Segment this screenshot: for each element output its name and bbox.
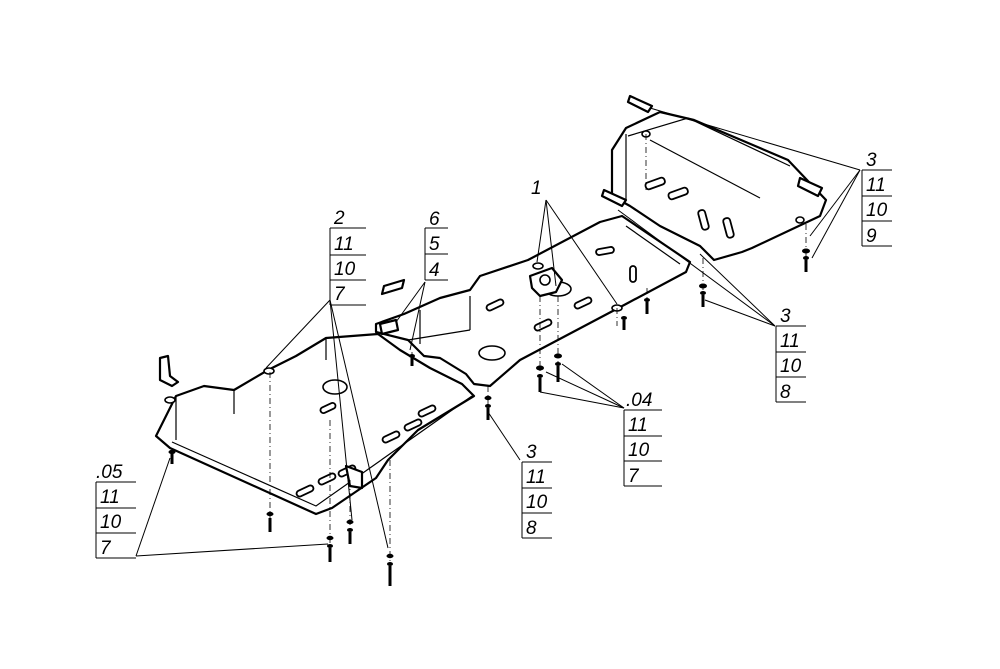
bolt-icon	[484, 395, 492, 420]
callout-3-right-item: 11	[780, 331, 800, 352]
callout-3-middle-item: 3	[526, 442, 537, 463]
callout-04-item: 10	[628, 440, 650, 461]
callout-04-item: 11	[628, 415, 648, 436]
callout-3-top-item: 11	[866, 175, 886, 196]
callout-05-item: 10	[100, 512, 122, 533]
callout-3-right-item: 8	[780, 382, 791, 403]
callout-6: 6 5 4	[424, 209, 448, 281]
bolt-icon	[168, 449, 176, 464]
callout-3-right-item: 10	[780, 356, 802, 377]
bolt-icon	[644, 298, 650, 314]
callout-3-middle: 3 11 10 8	[521, 442, 552, 539]
callout-3-right-item: 3	[780, 306, 791, 327]
callout-05-item: 11	[100, 487, 120, 508]
callout-2-item: 11	[334, 234, 354, 255]
front-skid-plate	[154, 332, 476, 516]
callout-3-top-item: 10	[866, 200, 888, 221]
callout-6-item: 5	[429, 234, 440, 255]
bolt-icon	[621, 316, 627, 330]
callout-2-item: 7	[334, 284, 346, 305]
callout-1-item: 1	[531, 178, 542, 199]
callout-6-item: 4	[429, 260, 440, 281]
bolt-icon	[699, 283, 707, 307]
bolt-icon	[386, 553, 394, 586]
callout-2-item: 10	[334, 259, 356, 280]
bolt-icon	[802, 248, 810, 272]
bolt-icon	[346, 519, 354, 544]
callout-3-right: 3 11 10 8	[775, 306, 806, 403]
leader-lines	[135, 107, 861, 557]
radiator-guard-plate	[600, 94, 828, 262]
bolt-icon	[536, 365, 544, 392]
callout-2-item: 2	[333, 208, 345, 229]
bolt-icon	[409, 354, 415, 366]
bolt-icon	[554, 353, 562, 382]
bolt-icon	[326, 535, 334, 562]
callout-1: 1	[531, 178, 542, 199]
callout-3-middle-item: 10	[526, 492, 548, 513]
callout-04: .04 11 10 7	[623, 390, 662, 487]
callout-04-item: 7	[628, 466, 640, 487]
callout-3-top-item: 3	[866, 150, 877, 171]
callout-3-middle-item: 11	[526, 467, 546, 488]
callout-05-item: 7	[100, 538, 112, 559]
bolts-and-washers	[168, 248, 810, 586]
middle-skid-plate	[374, 214, 692, 388]
bolt-icon	[266, 511, 274, 532]
callout-2: 2 11 10 7	[329, 208, 366, 306]
callout-05: .05 11 10 7	[95, 462, 136, 559]
callout-3-top-item: 9	[866, 226, 877, 247]
callout-05-item: .05	[96, 462, 123, 483]
callout-04-item: .04	[626, 390, 652, 411]
callout-3-top: 3 11 10 9	[861, 150, 892, 247]
callout-3-middle-item: 8	[526, 518, 537, 539]
callout-6-item: 6	[429, 209, 440, 230]
